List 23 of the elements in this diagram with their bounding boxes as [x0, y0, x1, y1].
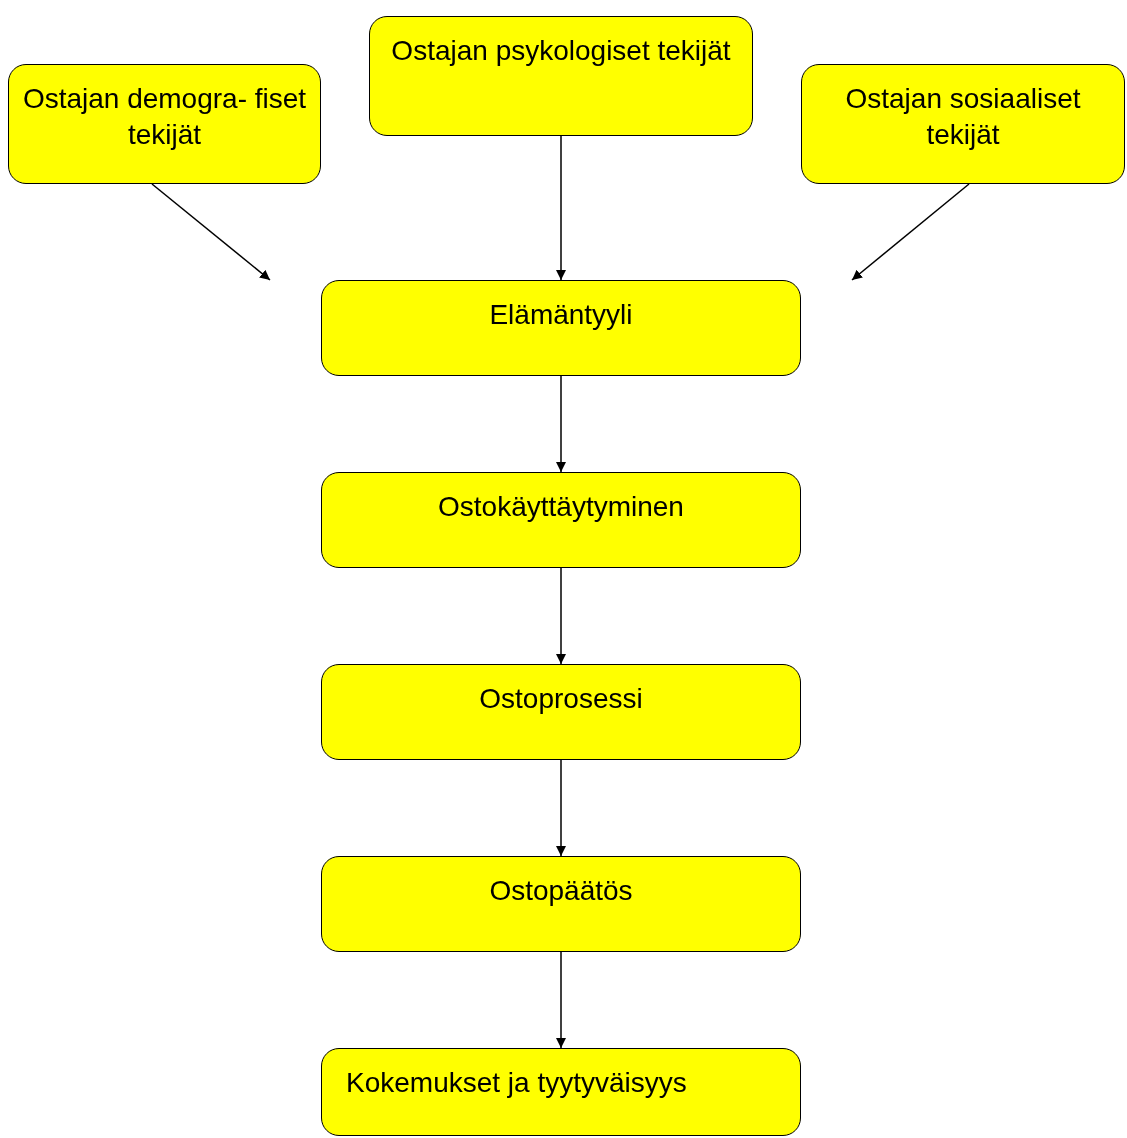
box-label: Ostoprosessi [479, 682, 643, 716]
process-box [321, 856, 801, 952]
arrow [851, 183, 970, 281]
process-box [369, 16, 753, 136]
process-box [321, 472, 801, 568]
box-label: Ostajan psykologiset tekijät [391, 34, 731, 68]
process-box [8, 64, 321, 184]
box-label: Kokemukset ja tyytyväisyys [346, 1066, 687, 1100]
box-label: Ostajan sosiaaliset tekijät [844, 82, 1082, 152]
box-label: Elämäntyyli [489, 298, 633, 332]
box-label: Ostokäyttäytyminen [438, 490, 684, 524]
arrow [556, 375, 566, 473]
arrow [556, 759, 566, 857]
box-label: Ostajan demogra- fiset tekijät [21, 82, 308, 152]
arrow [556, 951, 566, 1049]
arrow [556, 567, 566, 665]
arrow [151, 183, 271, 281]
box-label: Ostopäätös [489, 874, 633, 908]
process-box [321, 280, 801, 376]
arrow [556, 135, 566, 281]
process-box [801, 64, 1125, 184]
process-box [321, 1048, 801, 1136]
process-box [321, 664, 801, 760]
